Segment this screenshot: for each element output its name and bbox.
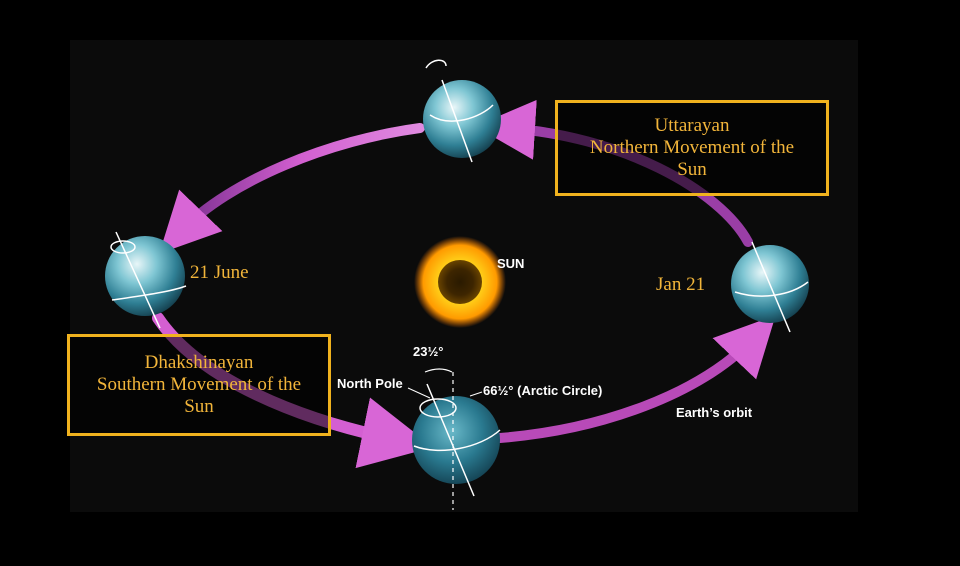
uttarayan-subtitle-end: Sun [677, 159, 707, 180]
uttarayan-title: Uttarayan [654, 115, 730, 136]
earth-left [105, 231, 187, 329]
earth-bottom [407, 368, 501, 510]
dhakshinayan-subtitle: Southern Movement of the [96, 374, 302, 395]
label-tilt-angle: 23½° [413, 344, 444, 359]
rotation-arrow-icon [425, 59, 447, 69]
dhakshinayan-title: Dhakshinayan [144, 352, 254, 373]
label-earths-orbit: Earth’s orbit [676, 405, 753, 420]
earth-right [731, 241, 809, 333]
orbit-arrow-top-left [159, 123, 425, 254]
tilt-angle-arc [424, 368, 453, 373]
label-sun: SUN [497, 256, 525, 271]
label-north-pole: North Pole [337, 376, 403, 391]
uttarayan-callout: Uttarayan Northern Movement of the Sun [555, 100, 829, 196]
sun-core [438, 260, 482, 304]
uttarayan-subtitle: Northern Movement of the [589, 137, 795, 158]
label-21-june: 21 June [190, 262, 249, 283]
orbit-arrow-bottom-right [495, 315, 776, 443]
earth-top [423, 59, 501, 163]
dhakshinayan-callout: Dhakshinayan Southern Movement of the Su… [67, 334, 331, 436]
label-arctic-circle: 66½° (Arctic Circle) [483, 383, 603, 398]
label-jan-21: Jan 21 [656, 274, 706, 295]
dhakshinayan-subtitle-end: Sun [184, 396, 214, 417]
